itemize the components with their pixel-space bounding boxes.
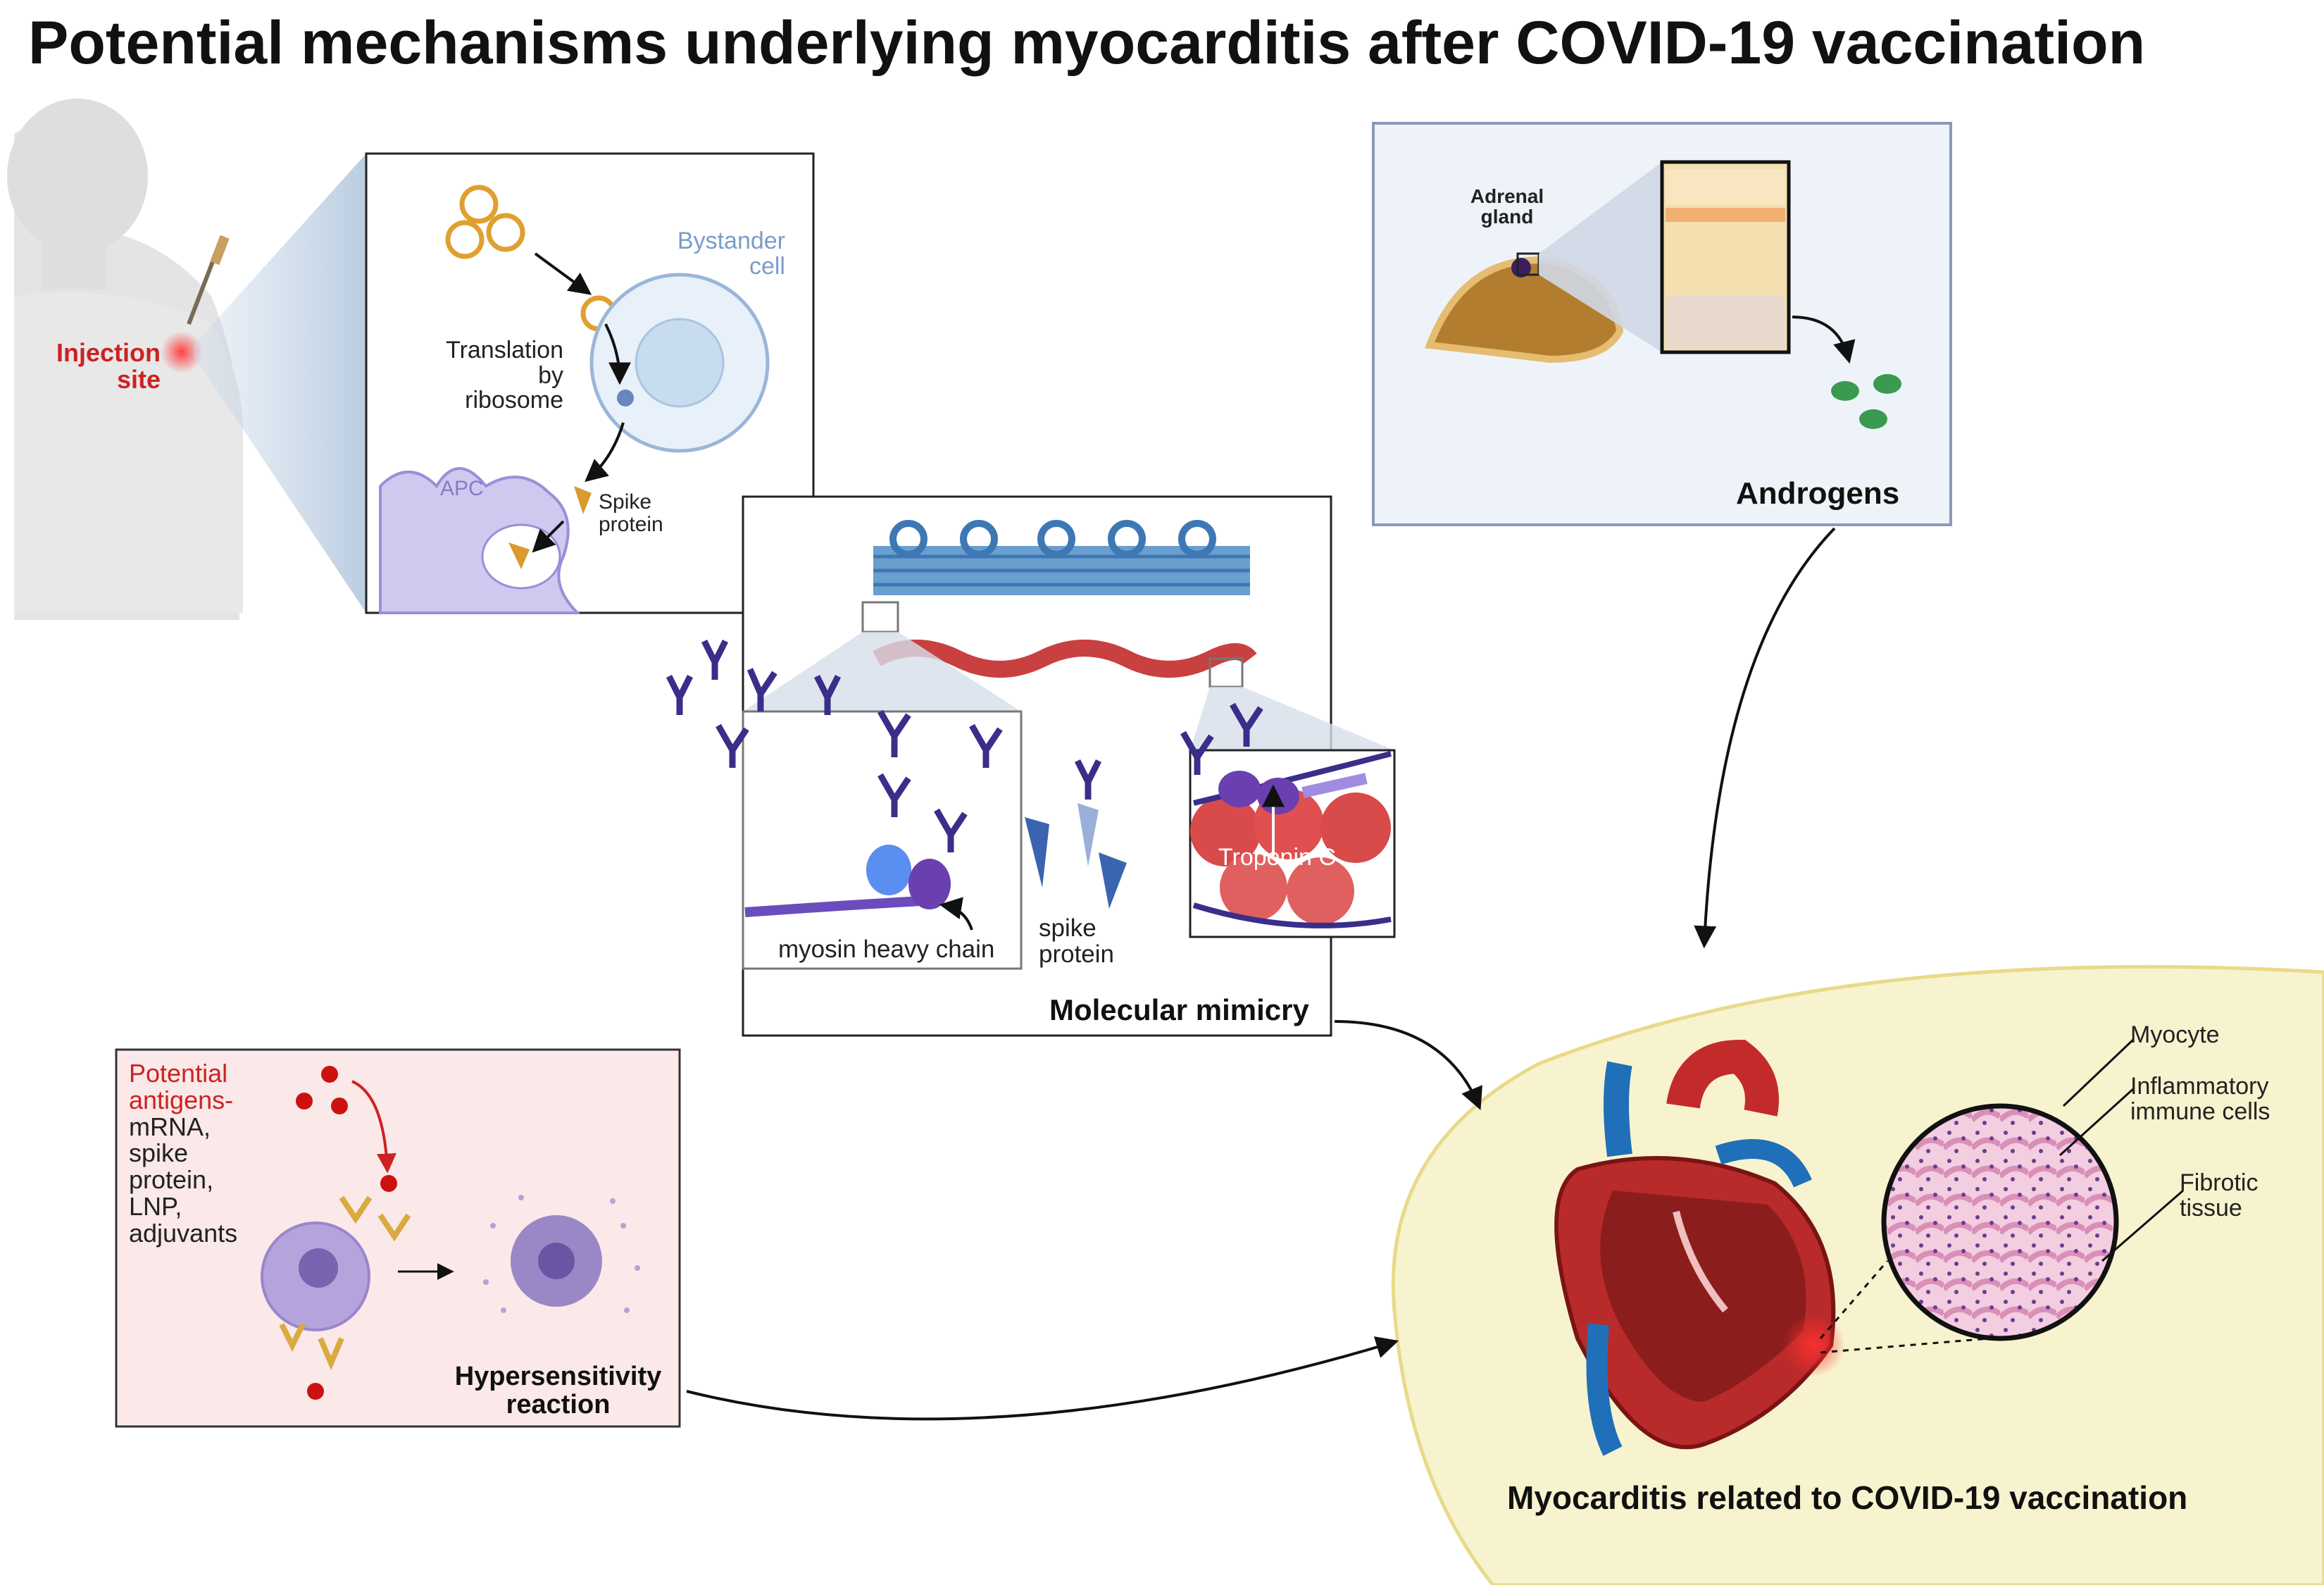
mimicry-spike-line2: protein (1039, 940, 1115, 968)
antigen-item: spike (129, 1138, 189, 1168)
myosin-head-icon (866, 845, 911, 895)
granules-icon (483, 1195, 640, 1313)
heart-icon (1554, 1039, 1836, 1456)
translation-line3: ribosome (465, 387, 563, 414)
ige-antibodies-icon (279, 1195, 411, 1371)
fibrotic-tissue-label: Fibrotic tissue (2180, 1169, 2259, 1222)
bystander-cell-label: Bystander cell (648, 228, 785, 280)
reaction-line2: reaction (506, 1389, 611, 1419)
inflammatory-line2: immune cells (2130, 1098, 2270, 1125)
mimicry-spike-label: spike protein (1039, 914, 1115, 968)
androgen-molecules-icon (1831, 374, 1901, 429)
potential-antigens-label: Potential antigens- mRNA, spike protein,… (129, 1060, 237, 1247)
spike-trimers-icon (1025, 803, 1127, 909)
adrenal-line1: Adrenal (1470, 185, 1544, 207)
ribosome-icon (617, 390, 634, 406)
spike-line1: Spike (599, 490, 652, 514)
antigen-item: adjuvants (129, 1218, 238, 1248)
molecular-mimicry-label: Molecular mimicry (1049, 993, 1309, 1026)
injection-glow-icon (161, 331, 203, 373)
hypersensitivity-arrow (686, 1336, 1399, 1421)
translation-label: Translation by ribosome (416, 337, 563, 414)
myocyte-label: Myocyte (2130, 1021, 2220, 1048)
myosin-heavy-chain-label: myosin heavy chain (778, 936, 995, 963)
myosin-filament-icon (873, 520, 1250, 595)
inflammatory-line1: Inflammatory (2130, 1073, 2269, 1100)
mimicry-spike-line1: spike (1039, 914, 1097, 942)
injection-line2: site (116, 364, 161, 394)
antigen-item: LNP, (129, 1191, 182, 1221)
inflammation-glow-icon (1782, 1314, 1845, 1377)
page-title: Potential mechanisms underlying myocardi… (28, 9, 2146, 77)
hypersensitivity-reaction-label: Hypersensitivity reaction (433, 1362, 683, 1419)
bystander-line1: Bystander (677, 228, 785, 254)
troponin-c-label: Troponin C (1218, 844, 1336, 871)
inflammatory-cells-label: Inflammatory immune cells (2130, 1074, 2270, 1124)
spike-protein-icon (574, 486, 592, 514)
injection-site-label: Injection site (55, 340, 161, 393)
adrenal-line2: gland (1480, 206, 1534, 228)
fibrotic-line1: Fibrotic (2180, 1169, 2259, 1196)
apc-label: APC (440, 477, 484, 500)
nucleus-icon (635, 318, 725, 408)
antigen-dots-icon (296, 1066, 348, 1114)
troponin-c-icon (1218, 771, 1261, 807)
antigen-item: protein, (129, 1165, 214, 1195)
histology-circle-icon (1881, 1103, 2119, 1341)
bystander-line2: cell (749, 252, 785, 280)
injection-line1: Injection (56, 338, 161, 367)
translation-line2: by (538, 361, 563, 389)
reaction-line1: Hypersensitivity (454, 1362, 662, 1391)
spike-line2: protein (599, 512, 663, 536)
actin-beads-icon (1190, 789, 1391, 925)
antigens-line1: Potential (129, 1059, 228, 1088)
antigens-line2: antigens- (129, 1085, 234, 1114)
fibrotic-line2: tissue (2180, 1194, 2242, 1222)
antigen-item: mRNA, (129, 1112, 211, 1141)
androgens-arrow (1694, 527, 1836, 949)
translation-line1: Translation (446, 337, 563, 363)
antibodies-icon (666, 639, 1263, 852)
spike-in-apc-icon (508, 542, 530, 569)
myocarditis-title-label: Myocarditis related to COVID-19 vaccinat… (1507, 1479, 2188, 1516)
myosin-zoom-panel (742, 710, 1023, 970)
mimicry-arrow (1334, 1020, 1482, 1110)
adrenal-gland-label: Adrenal gland (1461, 186, 1553, 228)
spike-protein-label: Spike protein (599, 491, 663, 535)
androgens-label: Androgens (1736, 476, 1900, 511)
zoom-cone (194, 154, 366, 613)
